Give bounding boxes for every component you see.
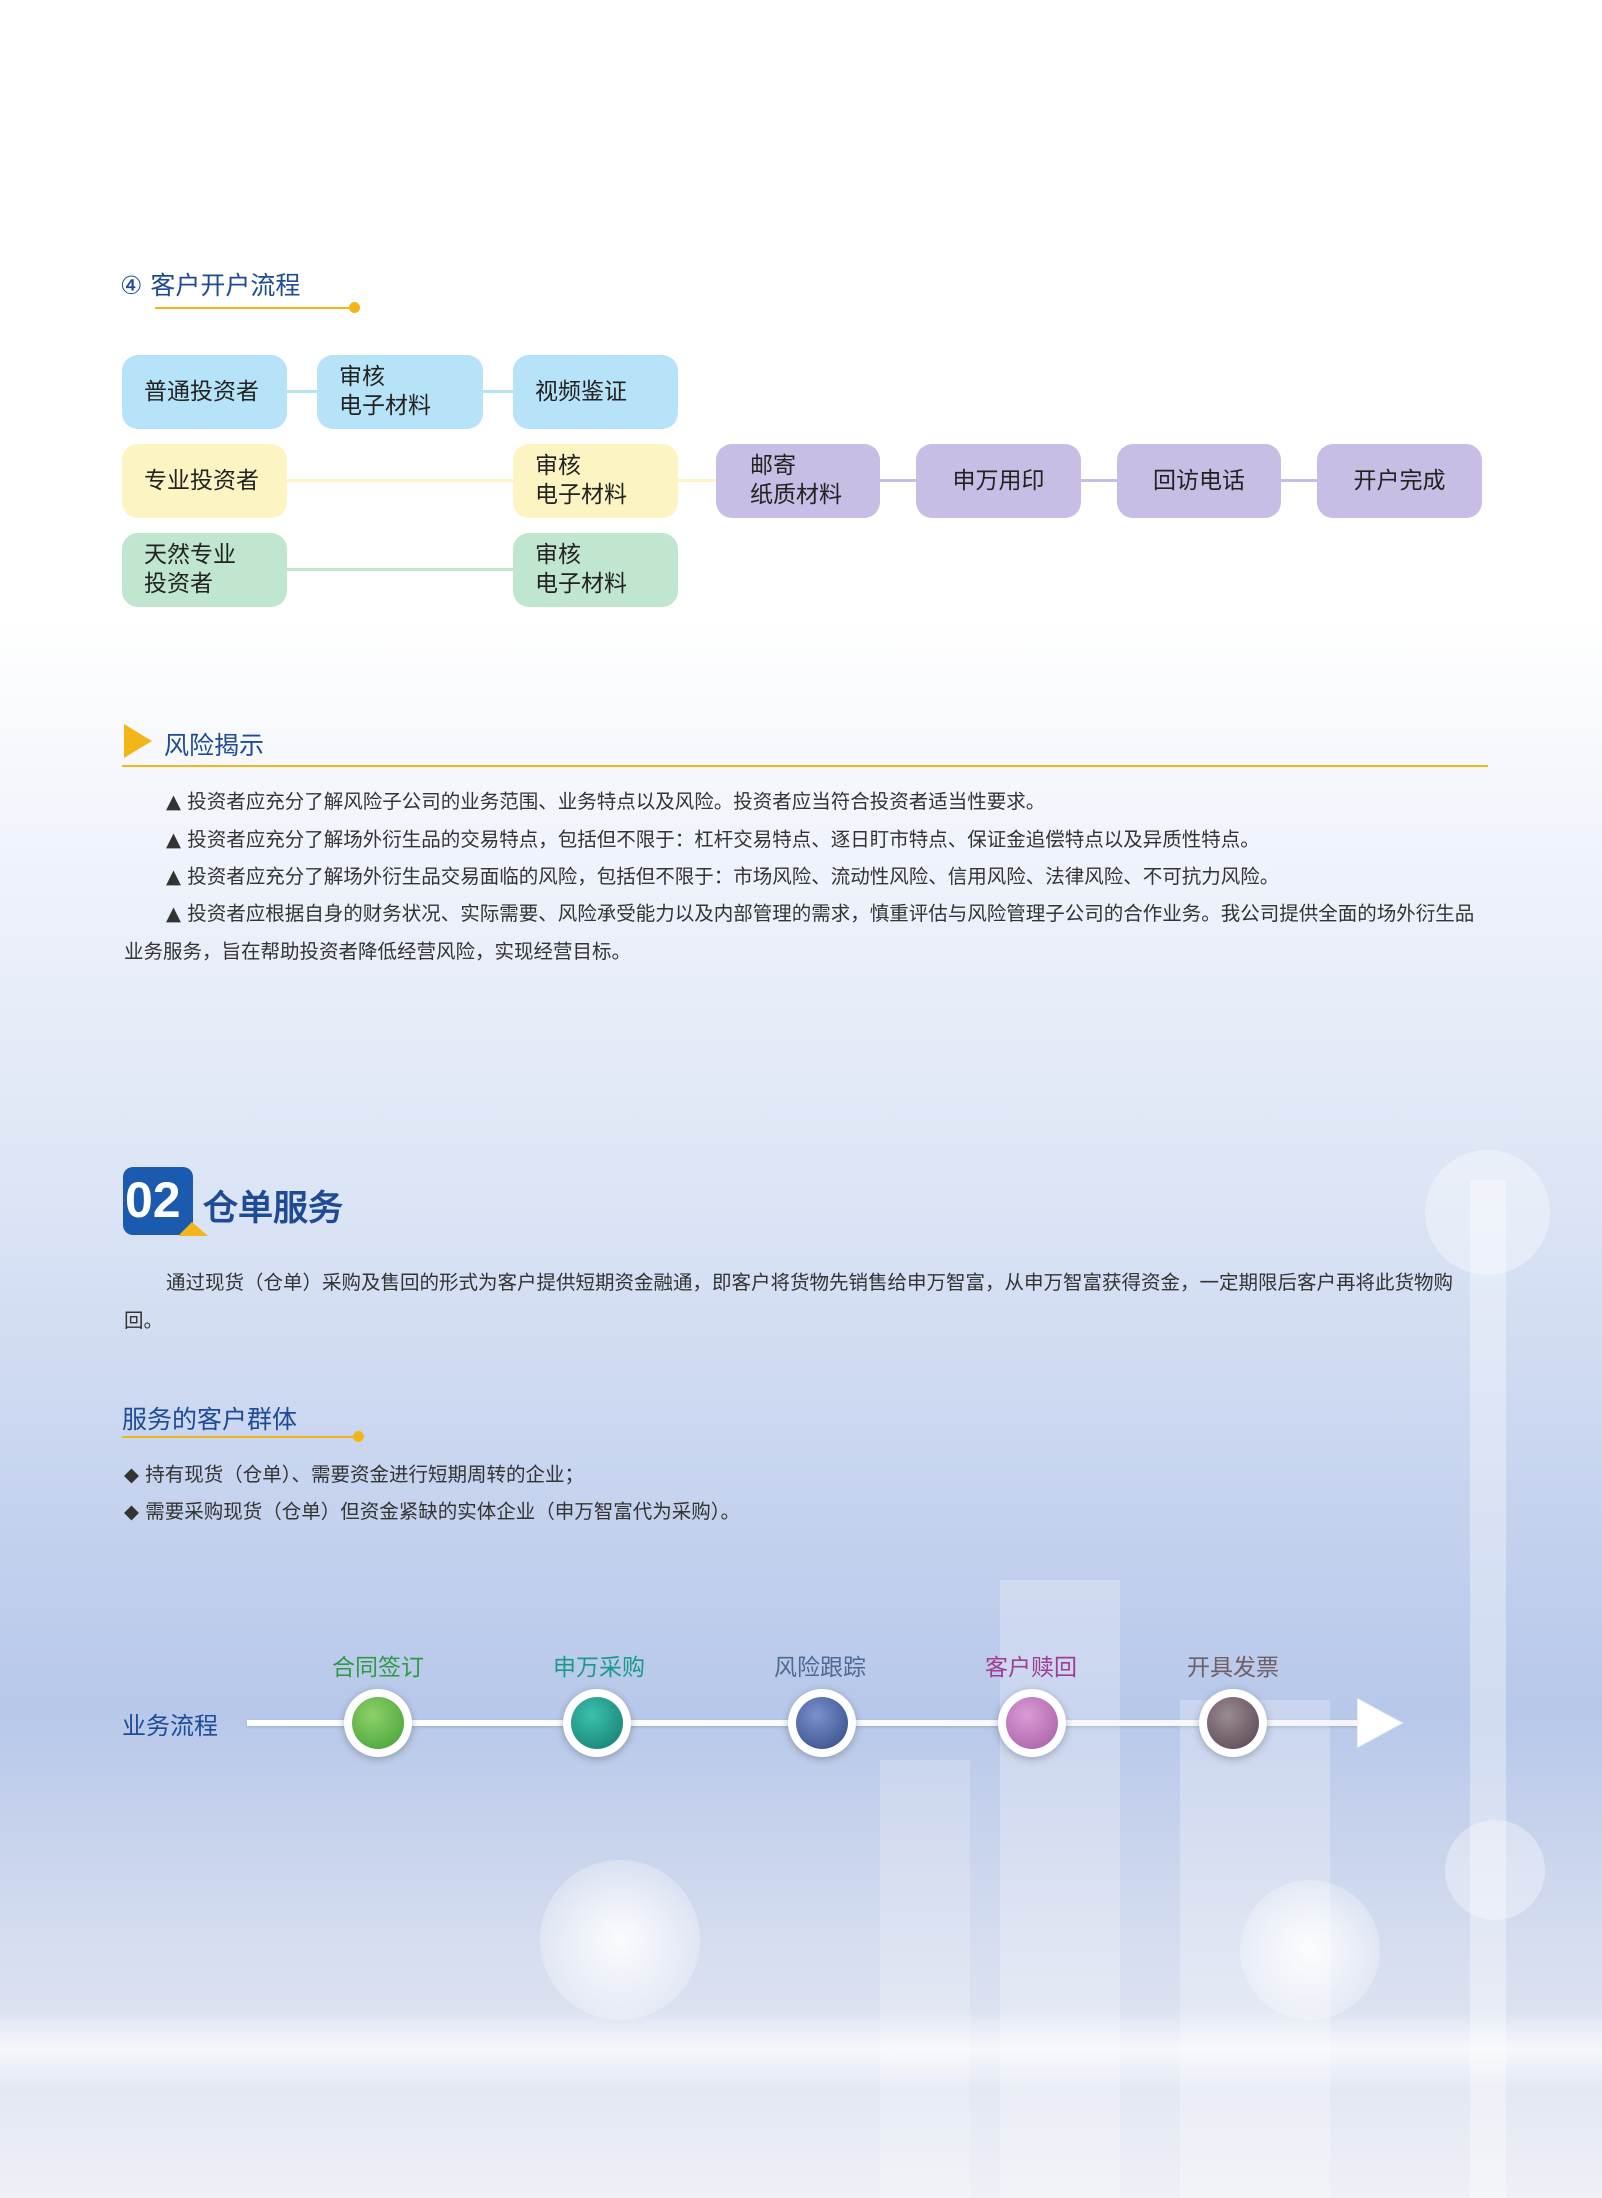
skyline-building-3 [880,1760,970,2198]
section4-underline-dot [349,302,360,313]
section02-title: 仓单服务 [203,1189,344,1229]
flow-step-label: 风险跟踪 [774,1655,866,1681]
flow-step-dot [1006,1697,1058,1749]
connector-line [880,479,916,482]
flow-box-professional-investor: 专业投资者 [122,444,287,518]
flow-step-node [563,1689,631,1757]
section02-number-badge: 02 [123,1167,193,1235]
risk-item: ▲ 投资者应充分了解风险子公司的业务范围、业务特点以及风险。投资者应当符合投资者… [166,790,1046,813]
section4-underline [155,307,353,309]
light-streak [0,2010,1602,2090]
risk-title: 风险揭示 [164,731,265,760]
customer-item: ◆ 需要采购现货（仓单）但资金紧缺的实体企业（申万智富代为采购）。 [124,1500,740,1523]
flow-box-review-electronic: 审核 电子材料 [513,444,678,518]
light-glow [540,1860,700,2020]
flow-box-natural-professional-investor: 天然专业 投资者 [122,533,287,607]
flow-step-label: 申万采购 [553,1655,645,1681]
flow-step-node [344,1689,412,1757]
flow-step-node [998,1689,1066,1757]
skyline-sphere [1425,1150,1550,1275]
skyline-building [1000,1580,1120,2198]
connector-line [1081,479,1117,482]
customers-underline-dot [353,1431,364,1442]
section4-number: ④ [120,271,143,300]
flow-step-dot [571,1697,623,1749]
connector-line [483,390,513,393]
section4-title: 客户开户流程 [150,271,301,300]
connector-line [1281,479,1317,482]
risk-item: ▲ 投资者应根据自身的财务状况、实际需要、风险承受能力以及内部管理的需求，慎重评… [124,902,1475,963]
flow-box-review-electronic: 审核 电子材料 [317,355,483,429]
section02-intro: 通过现货（仓单）采购及售回的形式为客户提供短期资金融通，即客户将货物先销售给申万… [124,1271,1454,1332]
flow-label: 业务流程 [122,1712,218,1740]
flow-step-label: 开具发票 [1187,1655,1279,1681]
section4-heading: ④ 客户开户流程 [120,266,300,302]
flow-step-dot [796,1697,848,1749]
risk-item: ▲ 投资者应充分了解场外衍生品交易面临的风险，包括但不限于：市场风险、流动性风险… [166,865,1280,888]
flow-step-node [788,1689,856,1757]
flow-box-mail-paper: 邮寄 纸质材料 [716,444,880,518]
section02-number: 02 [125,1172,181,1228]
flow-step-dot [1207,1697,1259,1749]
connector-line [287,568,513,571]
light-glow [1240,1880,1380,2020]
connector-line [287,390,317,393]
flow-box-shenwan-seal: 申万用印 [916,444,1081,518]
connector-line [287,479,513,482]
flow-step-label: 合同签订 [332,1655,424,1681]
flow-arrow-head-icon [1357,1698,1403,1748]
section02-badge-accent [178,1222,208,1236]
flow-step-node [1199,1689,1267,1757]
flow-box-video-verify: 视频鉴证 [513,355,678,429]
customers-title: 服务的客户群体 [122,1405,298,1434]
risk-triangle-icon [124,724,152,758]
customer-item: ◆ 持有现货（仓单）、需要资金进行短期周转的企业； [124,1463,584,1486]
risk-item: ▲ 投资者应充分了解场外衍生品的交易特点，包括但不限于：杠杆交易特点、逐日盯市特… [166,828,1260,851]
customers-underline [122,1436,356,1438]
flow-box-account-done: 开户完成 [1317,444,1482,518]
skyline-sphere-lower [1445,1820,1545,1920]
flow-step-label: 客户赎回 [985,1655,1077,1681]
flow-box-review-electronic: 审核 电子材料 [513,533,678,607]
connector-line [678,479,716,482]
flow-box-regular-investor: 普通投资者 [122,355,287,429]
flow-step-dot [352,1697,404,1749]
risk-underline [122,765,1488,767]
flow-box-callback: 回访电话 [1117,444,1281,518]
